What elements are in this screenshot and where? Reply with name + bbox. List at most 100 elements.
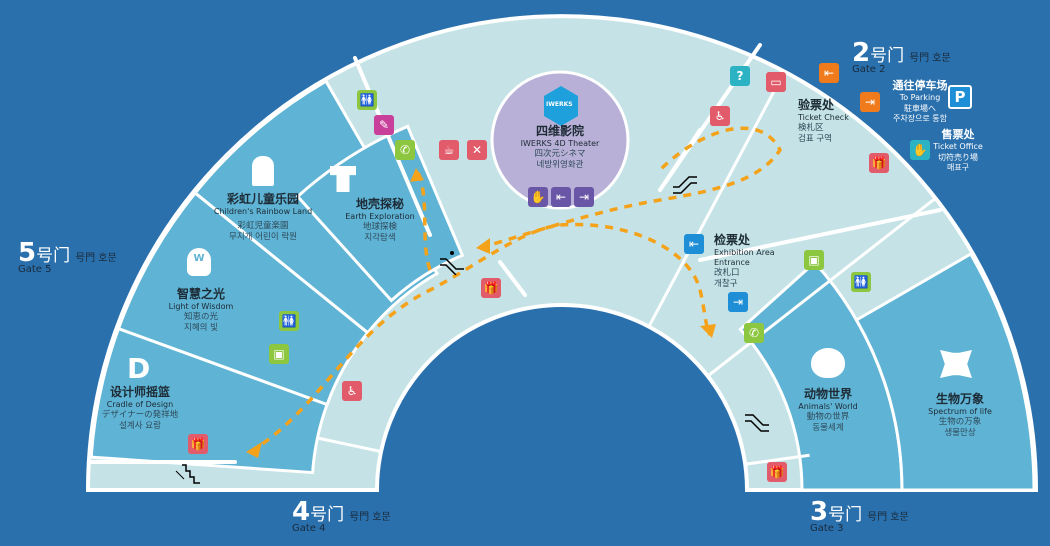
rainbow-name-en: Children's Rainbow Land	[213, 207, 313, 216]
wall	[744, 453, 810, 466]
wall	[353, 56, 432, 237]
area-rainbow-land[interactable]: 彩虹儿童乐园 Children's Rainbow Land 彩虹児童楽園 무지…	[214, 192, 312, 242]
area-spectrum-of-life[interactable]: 生物万象 Spectrum of life 生物の万象 생물만상	[928, 392, 992, 438]
earth-name-ko: 지각탐색	[364, 232, 396, 243]
theater-name-en: IWERKS 4D Theater	[520, 139, 600, 148]
area-cradle-of-design[interactable]: 设计师摇篮 Cradle of Design デザイナーの発祥地 설계사 요람	[102, 385, 178, 431]
ticket-check-name-jp: 検札区	[798, 123, 824, 133]
iwerks-logo	[544, 86, 578, 126]
exhibition-entrance-name-ko: 개찰구	[714, 278, 738, 289]
area-animals-world[interactable]: 动物世界 Animals' World 動物の世界 동물세계	[798, 387, 858, 433]
escalator-icon[interactable]	[438, 249, 466, 275]
rainbow-name: 彩虹儿童乐园	[226, 192, 299, 206]
earth-name: 地壳探秘	[355, 197, 404, 211]
gate-exit-icon[interactable]: ⇥	[860, 92, 880, 112]
animals-name-ko: 동물세계	[812, 422, 844, 433]
butterfly-icon	[940, 350, 972, 378]
exit-icon[interactable]: ⇥	[574, 187, 594, 207]
gift-shop-icon[interactable]: 🎁	[188, 434, 208, 454]
wisdom-name-en: Light of Wisdom	[168, 302, 234, 311]
entrance-icon[interactable]: ⇤	[551, 187, 571, 207]
ticket-icon[interactable]: ✋	[528, 187, 548, 207]
lightbulb-icon: W	[187, 248, 211, 276]
bear-icon	[811, 348, 845, 378]
rainbow-land-logo-icon	[252, 156, 274, 186]
spectrum-name-en: Spectrum of life	[928, 407, 992, 416]
earth-name-en: Earth Exploration	[345, 212, 415, 221]
restroom-icon[interactable]: 🚻	[357, 90, 377, 110]
rest-area-icon[interactable]: ♿	[342, 381, 362, 401]
stairs-icon[interactable]	[174, 461, 202, 487]
exhibition-entrance-name-jp: 改札口	[714, 268, 740, 278]
ticket-check-name-ko: 검표 구역	[798, 133, 832, 144]
gift-shop-icon[interactable]: 🎁	[869, 153, 889, 173]
ticket-office-name: 售票处	[941, 128, 975, 141]
parking-label: 通往停车场 To Parking 駐車場へ 주차장으로 통함	[893, 79, 948, 124]
area-theater[interactable]: 四维影院 IWERKS 4D Theater 四次元シネマ 네방위영화관	[521, 124, 600, 170]
phone-icon[interactable]: ✆	[395, 140, 415, 160]
exhibition-entrance-name-en: Exhibition Area Entrance	[714, 248, 775, 267]
rainbow-name-ko: 무지개 어린이 락원	[229, 231, 297, 242]
wall	[658, 128, 702, 192]
cafe-icon[interactable]: ☕	[439, 140, 459, 160]
cradle-name-ko: 설계사 요람	[119, 420, 161, 431]
ticket-office-icon[interactable]: ✋	[910, 140, 930, 160]
gate-entrance-icon[interactable]: ⇤	[819, 63, 839, 83]
area-earth-exploration[interactable]: 地壳探秘 Earth Exploration 地球探検 지각탐색	[345, 197, 415, 243]
cradle-name: 设计师摇篮	[109, 385, 170, 399]
parking-name-jp: 駐車場へ	[904, 103, 936, 113]
exhibition-entrance-label: 检票处 Exhibition Area Entrance 改札口 개찰구	[714, 233, 776, 289]
wisdom-name-ko: 지혜의 빛	[184, 322, 218, 333]
restaurant-icon[interactable]: ✕	[467, 140, 487, 160]
ticket-office-label: 售票处 Ticket Office 切符売り場 매표구	[933, 128, 983, 173]
parking-name-en: To Parking	[899, 93, 941, 103]
nursing-room-icon[interactable]: ✎	[374, 115, 394, 135]
wall	[647, 70, 786, 328]
earth-name-jp: 地球探検	[362, 222, 397, 232]
cradle-name-en: Cradle of Design	[106, 400, 174, 409]
cradle-logo-icon: D	[127, 352, 151, 385]
theater-name: 四维影院	[535, 124, 585, 138]
ticket-check-name-en: Ticket Check	[798, 113, 849, 122]
ticket-check-name: 验票处	[798, 98, 835, 112]
exhibition-entrance-name: 检票处	[714, 233, 751, 247]
route-arrows	[246, 168, 716, 458]
parking-icon[interactable]: P	[948, 85, 972, 109]
phone-icon[interactable]: ✆	[744, 323, 764, 343]
cradle-name-jp: デザイナーの発祥地	[101, 410, 179, 420]
elevator-icon[interactable]: ▣	[269, 344, 289, 364]
spectrum-name-jp: 生物の万象	[938, 417, 982, 427]
area-light-of-wisdom[interactable]: 智慧之光 Light of Wisdom 知恵の光 지혜의 빛	[169, 287, 234, 333]
gift-shop-icon[interactable]: 🎁	[767, 462, 787, 482]
exhibition-exit-icon[interactable]: ⇥	[728, 292, 748, 312]
wall	[498, 260, 527, 297]
restroom-icon[interactable]: 🚻	[851, 272, 871, 292]
spectrum-name-ko: 생물만상	[944, 427, 976, 438]
parking-name-ko: 주차장으로 통함	[892, 114, 948, 124]
gift-shop-icon[interactable]: 🎁	[481, 278, 501, 298]
theater-name-jp: 四次元シネマ	[534, 149, 586, 159]
suggested-route	[249, 126, 783, 454]
wall	[317, 436, 382, 454]
iwerks-logo-text: IWERKS	[546, 101, 573, 108]
wall	[706, 196, 937, 378]
restroom-icon[interactable]: 🚻	[279, 311, 299, 331]
animals-name: 动物世界	[803, 387, 852, 401]
escalator-icon[interactable]	[743, 409, 771, 435]
ticket-office-name-en: Ticket Office	[933, 142, 983, 152]
rest-area-icon[interactable]: ♿	[710, 106, 730, 126]
theater-name-ko: 네방위영화관	[536, 159, 584, 170]
escalator-icon[interactable]	[671, 173, 699, 199]
animals-name-en: Animals' World	[798, 402, 858, 411]
elevator-icon[interactable]: ▣	[804, 250, 824, 270]
ticket-check-label: 验票处 Ticket Check 検札区 검표 구역	[798, 98, 849, 144]
exhibition-entrance-icon[interactable]: ⇤	[684, 234, 704, 254]
ticket-office-name-jp: 切符売り場	[938, 152, 978, 162]
information-icon[interactable]: ?	[730, 66, 750, 86]
wisdom-name: 智慧之光	[176, 287, 225, 301]
ticket-office-name-ko: 매표구	[946, 163, 970, 173]
luggage-icon[interactable]: ▭	[766, 72, 786, 92]
